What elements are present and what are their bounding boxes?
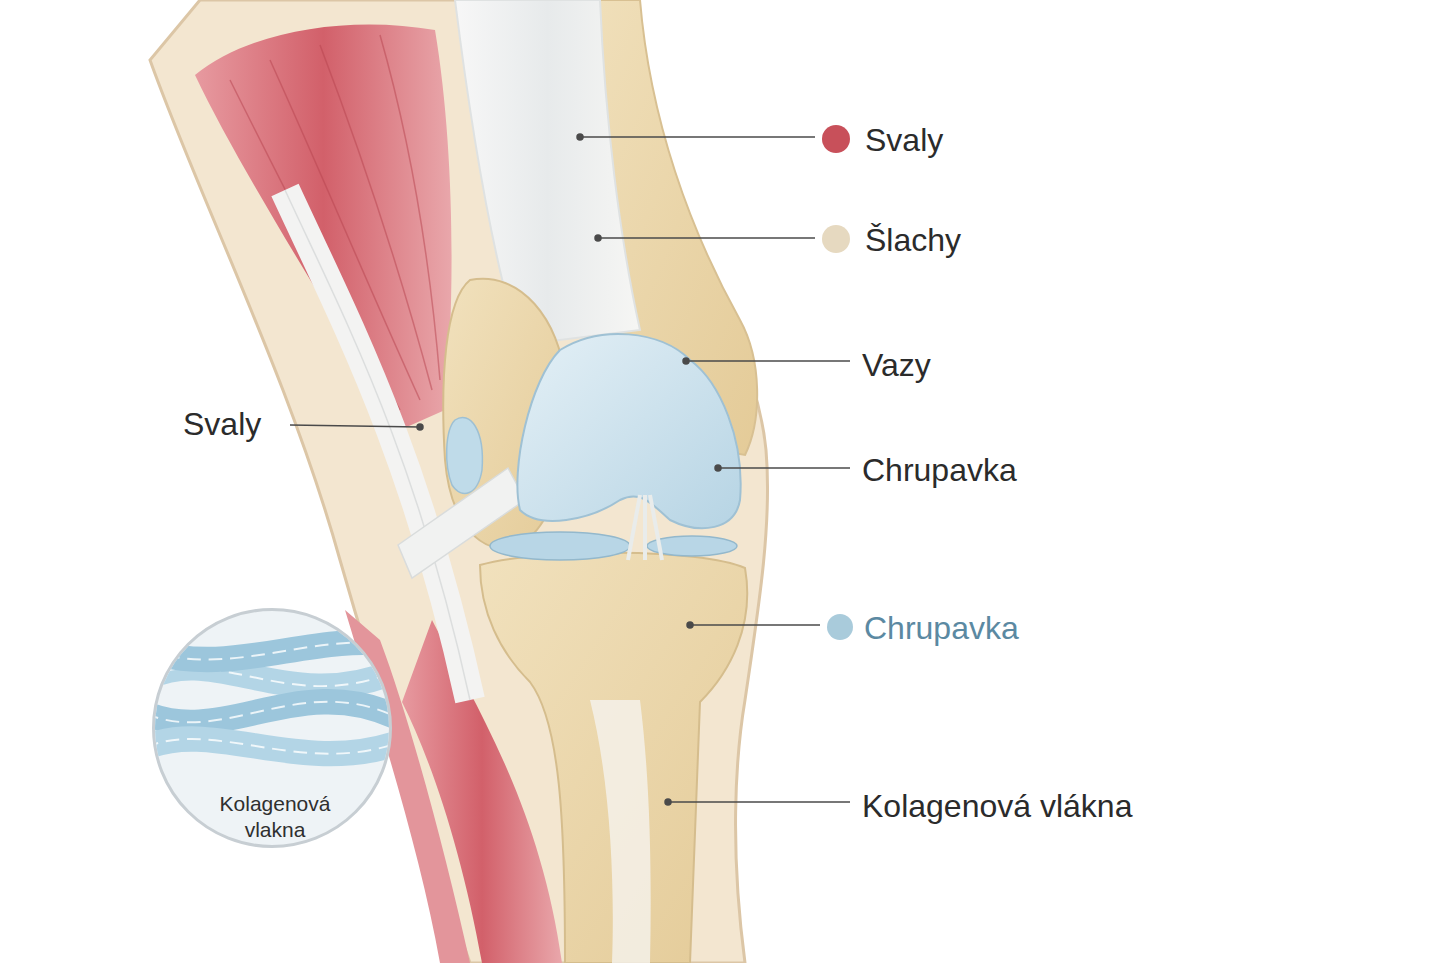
legend-swatch	[822, 125, 850, 153]
leader-line	[690, 624, 820, 626]
part-label: Chrupavka	[862, 450, 1017, 490]
leader-line	[718, 467, 850, 469]
inset-circle: Kolagenová vlakna	[152, 608, 392, 848]
fibre-strand	[155, 702, 389, 723]
leader-dot	[665, 799, 671, 805]
part-label: Vazy	[862, 345, 931, 385]
fibre-bundle	[155, 739, 389, 754]
leader-dot	[595, 235, 601, 241]
thigh-muscle	[195, 24, 452, 430]
legend-swatch	[827, 614, 853, 640]
leader-line	[580, 136, 815, 138]
inset-caption: Kolagenová vlakna	[200, 791, 350, 843]
leader-dot	[687, 622, 693, 628]
leader-line	[686, 360, 850, 362]
leader-dot	[683, 358, 689, 364]
leader-dot	[715, 465, 721, 471]
leader-dot	[417, 424, 423, 430]
meniscus	[490, 532, 630, 560]
leader-line	[668, 801, 850, 803]
muscle-fibres	[230, 35, 440, 410]
legend-swatch	[822, 225, 850, 253]
part-label: Svaly	[183, 404, 261, 444]
cruciate-ligament	[628, 495, 662, 560]
fibre-bundle	[155, 642, 389, 659]
legend-text: Svaly	[865, 120, 943, 160]
part-label: Kolagenová vlákna	[862, 786, 1132, 826]
fibre-strand	[155, 642, 389, 659]
shin-tendon	[590, 700, 651, 963]
legend-text: Chrupavka	[864, 608, 1019, 648]
leader-dot	[577, 134, 583, 140]
medial-cartilage	[447, 417, 483, 493]
legend-text: Šlachy	[865, 220, 961, 260]
patella-cartilage	[517, 334, 740, 528]
fibre-strand	[155, 739, 389, 754]
fibre-bundle	[155, 702, 389, 723]
skin-outline	[150, 0, 768, 963]
leader-line	[290, 425, 420, 427]
leader-line	[598, 237, 815, 239]
